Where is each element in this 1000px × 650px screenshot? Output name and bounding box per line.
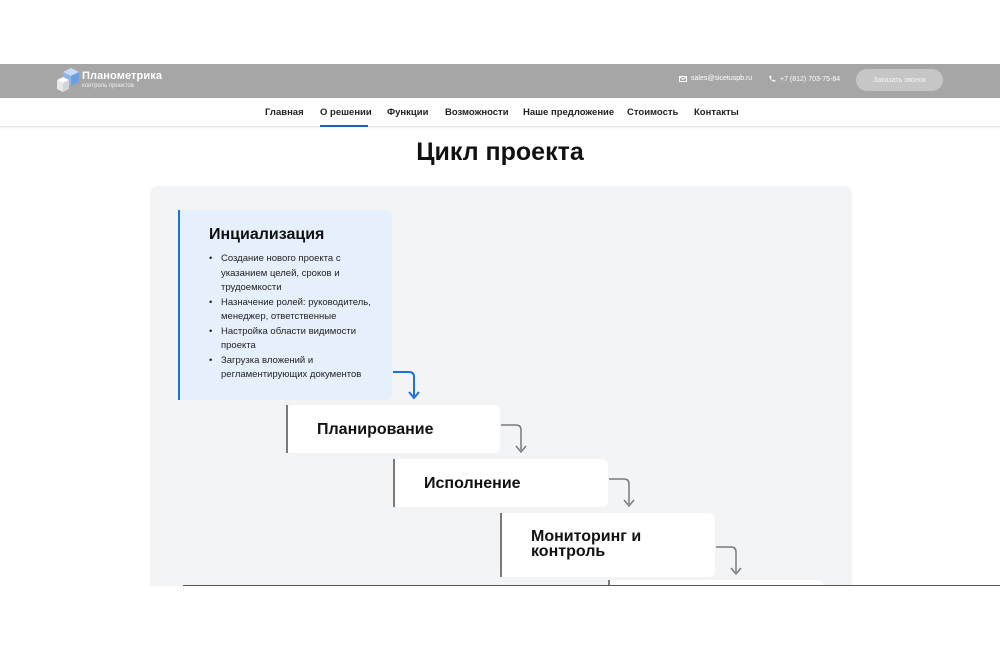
nav-item-functions[interactable]: Функции: [387, 107, 429, 118]
brand-name[interactable]: Планометрика: [82, 70, 163, 82]
brand-tagline: контроль проектов: [82, 83, 135, 89]
nav-item-home[interactable]: Главная: [265, 107, 304, 118]
arrow-down-right-icon: [393, 371, 420, 400]
stage-title: Мониторинг и контроль: [531, 528, 642, 560]
stage-card-monitoring: Мониторинг и контроль: [500, 513, 715, 577]
stage-card-initialization: Инциализация Создание нового проекта с у…: [178, 210, 392, 400]
stage-title: Планирование: [317, 421, 434, 438]
nav-item-features[interactable]: Возможности: [445, 107, 509, 118]
top-header: [0, 64, 1000, 98]
nav-item-offer[interactable]: Наше предложение: [523, 107, 615, 118]
stage-card-planning: Планирование: [286, 405, 500, 453]
list-item: Создание нового проекта с указанием целе…: [209, 252, 389, 296]
divider-line: [183, 585, 1000, 586]
stage-accent-bar: [178, 210, 180, 400]
page-title: Цикл проекта: [416, 138, 584, 166]
stage-accent-bar: [286, 405, 288, 453]
arrow-down-right-icon: [716, 546, 742, 576]
stage-title: Инциализация: [209, 226, 325, 243]
stage-card-execution: Исполнение: [393, 459, 608, 507]
email-link[interactable]: sales@sicetuspb.ru: [691, 75, 753, 82]
nav-active-indicator: [320, 125, 368, 127]
request-call-button[interactable]: Заказать звонок: [856, 69, 943, 91]
phone-link[interactable]: +7 (812) 703-75-84: [780, 75, 841, 83]
list-item: Назначение ролей: руководитель, менеджер…: [209, 296, 389, 325]
viewport-bottom: [0, 586, 1000, 650]
stage-accent-bar: [500, 513, 502, 577]
list-item: Настройка области видимости проекта: [209, 325, 389, 354]
stage-bullet-list: Создание нового проекта с указанием целе…: [209, 252, 389, 383]
envelope-icon: [679, 75, 687, 82]
main-nav: [0, 98, 1000, 127]
logo-icon[interactable]: [57, 68, 79, 92]
arrow-down-right-icon: [501, 424, 527, 454]
stage-accent-bar: [393, 459, 395, 507]
phone-contact[interactable]: +7 (812) 703-75-84: [768, 75, 840, 83]
email-contact[interactable]: sales@sicetuspb.ru: [679, 75, 752, 82]
arrow-down-right-icon: [609, 478, 635, 508]
nav-item-about[interactable]: О решении: [320, 107, 372, 118]
stage-title: Исполнение: [424, 475, 521, 492]
nav-item-pricing[interactable]: Стоимость: [627, 107, 679, 118]
phone-icon: [769, 75, 776, 82]
list-item: Загрузка вложений и регламентирующих док…: [209, 354, 389, 383]
nav-item-contacts[interactable]: Контакты: [694, 107, 739, 118]
